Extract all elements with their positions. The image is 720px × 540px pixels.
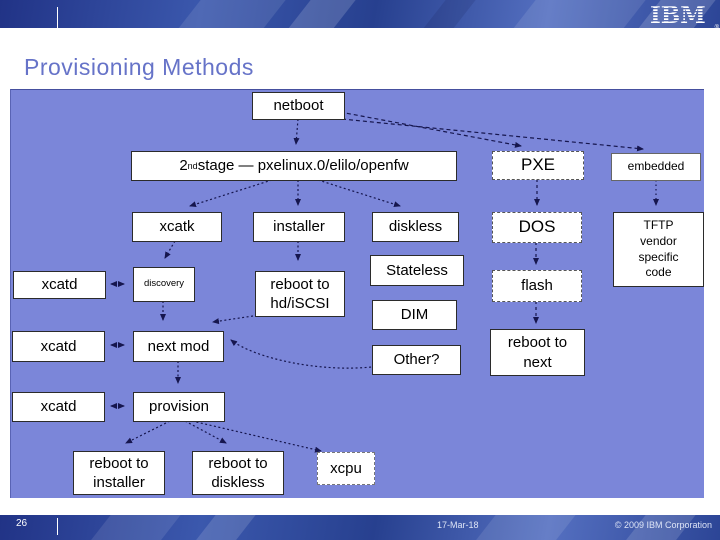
node-reboot-to-diskless: reboot to diskless [192, 451, 284, 495]
ibm-logo-text: IBM [650, 3, 706, 27]
node-installer: installer [253, 212, 345, 242]
registered-mark-icon: ® [714, 25, 719, 31]
banner-art-shape [176, 515, 264, 540]
node-tftp-vendor-code: TFTP vendor specific code [613, 212, 704, 287]
node-label: stage — pxelinux.0/elilo/openfw [197, 157, 409, 175]
banner-art-shape [406, 0, 484, 28]
node-reboot-to-installer: reboot to installer [73, 451, 165, 495]
banner-art-shape [161, 0, 294, 28]
node-xcatk: xcatk [132, 212, 222, 242]
node-next-mod: next mod [133, 331, 224, 362]
page-title: Provisioning Methods [24, 54, 254, 80]
header-divider-line [57, 7, 58, 28]
node-other: Other? [372, 345, 461, 375]
header-banner [0, 0, 720, 28]
node-dos: DOS [492, 212, 582, 243]
node-stateless: Stateless [370, 255, 464, 286]
page-number: 26 [16, 518, 28, 529]
node-dim: DIM [372, 300, 457, 330]
ibm-logo: IBM ® [649, 2, 719, 32]
node-pxe: PXE [492, 151, 584, 180]
footer-copyright: © 2009 IBM Corporation [614, 520, 712, 530]
node-embedded: embedded [611, 153, 701, 181]
node-diskless: diskless [372, 212, 459, 242]
node-provision: provision [133, 392, 225, 422]
footer-divider-line [57, 518, 58, 535]
node-reboot-to-next: reboot to next [490, 329, 585, 376]
node-label: 2 [179, 157, 188, 175]
banner-art-shape [271, 0, 364, 28]
node-xcpu: xcpu [317, 452, 375, 485]
node-discovery: discovery [133, 267, 195, 302]
banner-art-shape [71, 515, 189, 540]
node-xcatd-2: xcatd [12, 331, 105, 362]
node-netboot: netboot [252, 92, 345, 120]
banner-art-shape [496, 0, 654, 28]
node-reboot-to-hd-iscsi: reboot to hd/iSCSI [255, 271, 345, 317]
footer-banner [0, 515, 720, 540]
node-xcatd-1: xcatd [13, 271, 106, 299]
node-flash: flash [492, 270, 582, 302]
node-xcatd-3: xcatd [12, 392, 105, 422]
footer-date: 17-Mar-18 [437, 520, 479, 530]
